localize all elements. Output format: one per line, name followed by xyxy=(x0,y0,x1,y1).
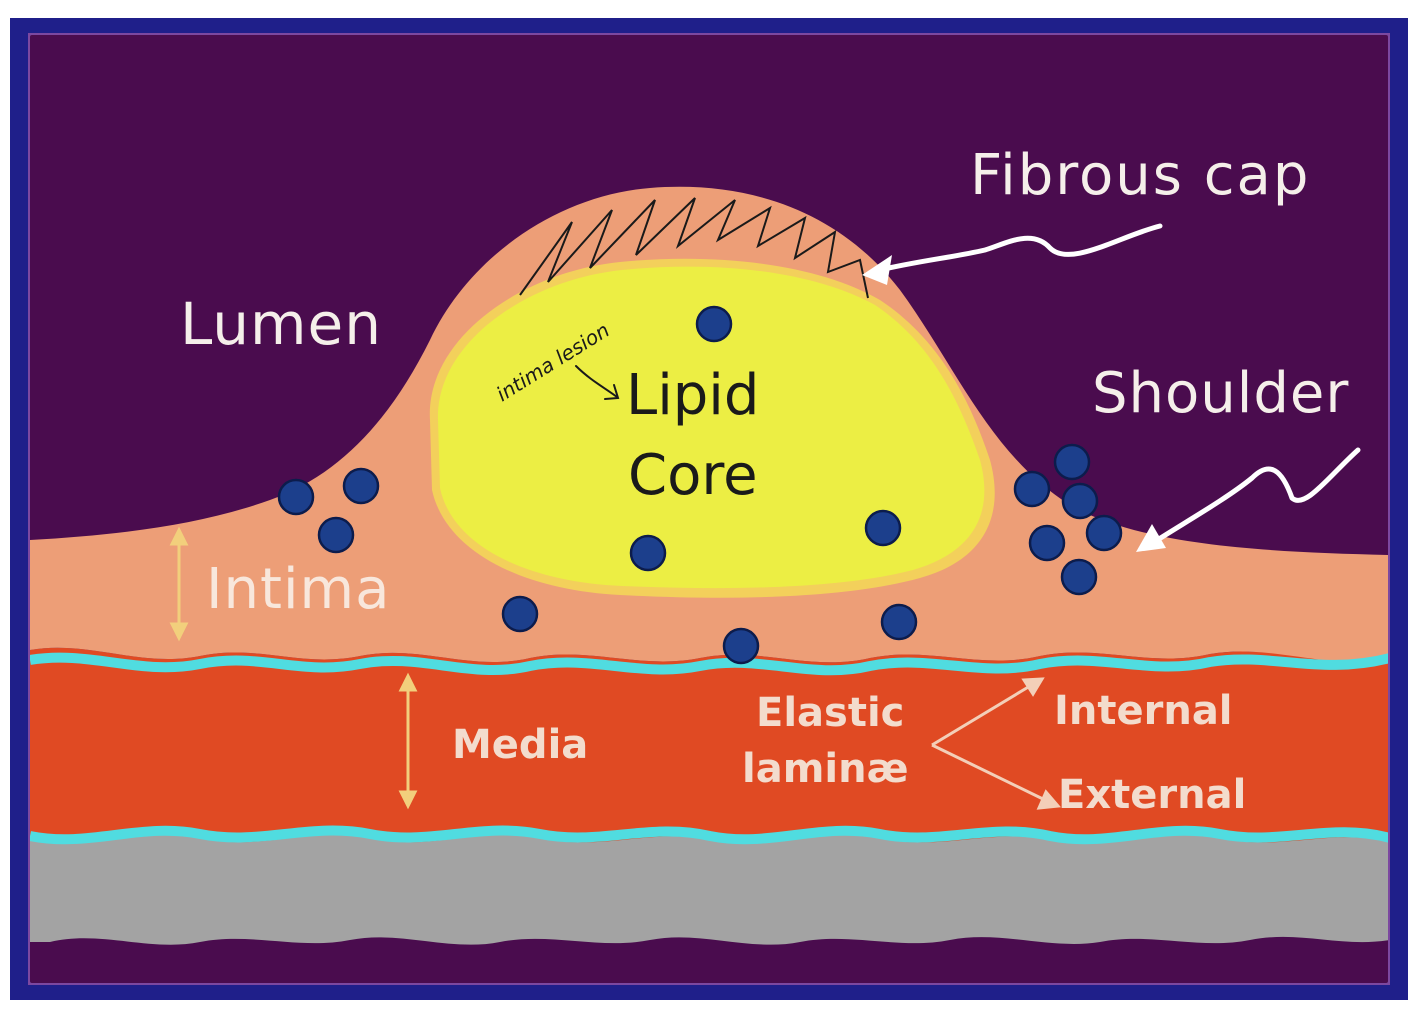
fibrous-cap-arrow xyxy=(869,223,1163,275)
cell xyxy=(1013,470,1051,508)
intima-lesion-arrowhead xyxy=(604,384,620,400)
fibrous-cap-scribble xyxy=(519,197,869,299)
cell xyxy=(1053,443,1091,481)
cell xyxy=(1085,514,1123,552)
cells-group xyxy=(277,305,1123,665)
lumen-label: Lumen xyxy=(180,290,382,358)
cell xyxy=(864,509,902,547)
elastic-laminae-arrows xyxy=(931,677,1061,810)
external-lamina-label: External xyxy=(1058,772,1246,818)
intima-thickness-arrow xyxy=(169,526,189,642)
adventitia-layer xyxy=(30,835,1388,945)
lipid-core-label-line1: Lipid xyxy=(626,363,759,428)
media-label: Media xyxy=(452,722,588,768)
shoulder-label: Shoulder xyxy=(1092,361,1349,426)
cell xyxy=(317,516,355,554)
shoulder-arrowhead xyxy=(1136,524,1166,552)
internal-lamina-label: Internal xyxy=(1054,688,1233,734)
shoulder-arrow xyxy=(1145,447,1361,549)
fibrous-cap-label: Fibrous cap xyxy=(970,143,1310,208)
cell xyxy=(277,478,315,516)
lipid-core xyxy=(437,266,985,589)
cell xyxy=(342,467,380,505)
cell xyxy=(1060,558,1098,596)
cell xyxy=(722,627,760,665)
intima-label: Intima xyxy=(206,557,390,622)
media-thickness-arrow xyxy=(398,672,418,810)
external-elastic-lamina xyxy=(30,825,1388,845)
internal-elastic-lamina xyxy=(30,652,1388,676)
cell xyxy=(629,534,667,572)
cell xyxy=(501,595,539,633)
elastic-laminae-label-line2: laminæ xyxy=(742,746,908,792)
cell xyxy=(1028,524,1066,562)
lipid-core-label-line2: Core xyxy=(628,443,758,508)
intima-lesion-arrow xyxy=(575,365,618,398)
cell xyxy=(1061,482,1099,520)
cell xyxy=(880,603,918,641)
fibrous-cap-arrowhead xyxy=(862,255,892,285)
cell xyxy=(695,305,733,343)
elastic-laminae-label-line1: Elastic xyxy=(756,690,904,736)
